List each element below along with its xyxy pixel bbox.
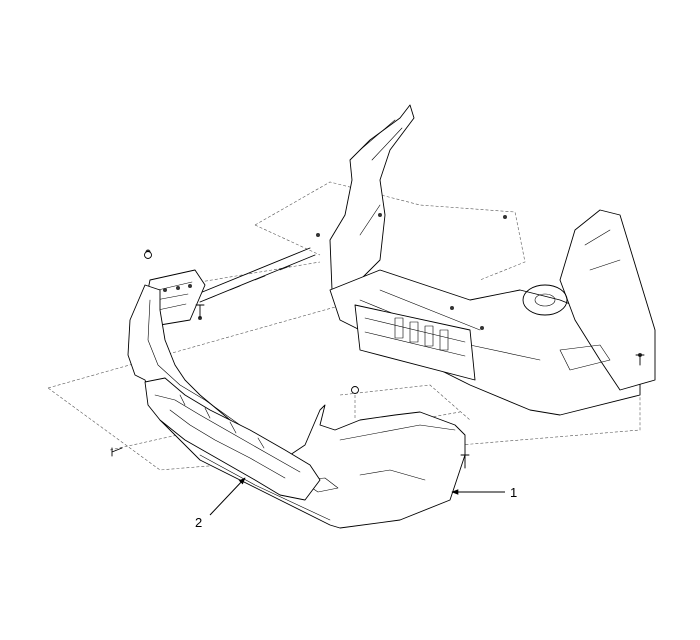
callout-1-label: 1 (510, 485, 517, 500)
bumper-energy-absorber (144, 377, 321, 501)
callout-1: 1 (451, 485, 517, 500)
rear-panel-slots (394, 317, 449, 351)
fasteners (111, 251, 645, 469)
callout-2: 2 (195, 477, 246, 530)
clip-icon (144, 251, 359, 394)
bumper-mounting-rail (194, 247, 316, 303)
callout-2-label: 2 (195, 515, 202, 530)
screw-icon (111, 304, 645, 469)
vehicle-body-rear (316, 104, 656, 416)
